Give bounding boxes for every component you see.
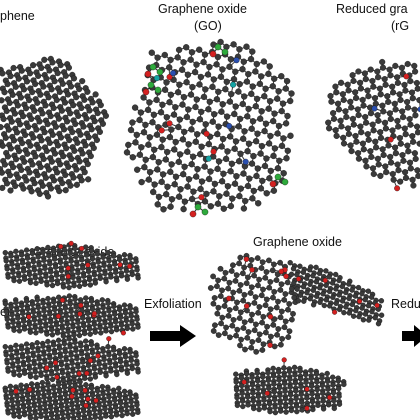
arrow-layer [150, 325, 420, 347]
atom-layer [0, 38, 420, 420]
graphene-label: phene [0, 9, 35, 23]
graphene-oxide-bottom-label: Graphene oxide [253, 235, 342, 249]
right-cut-label: Reduc [391, 297, 420, 311]
go-abbrev-label: (GO) [194, 19, 222, 33]
exfoliation-arrow-icon [150, 325, 196, 347]
reduction-arrow-icon [402, 325, 420, 347]
rgo-abbrev-label: (rG [391, 19, 410, 33]
go-title-label: Graphene oxide [158, 2, 247, 16]
exfoliation-label: Exfoliation [144, 297, 202, 311]
rgo-title-label: Reduced gra [336, 2, 408, 16]
